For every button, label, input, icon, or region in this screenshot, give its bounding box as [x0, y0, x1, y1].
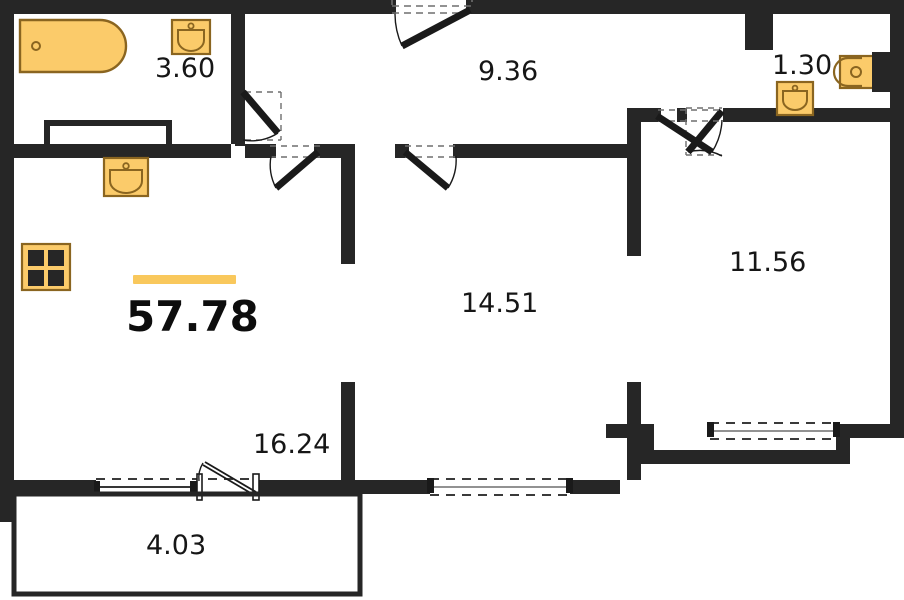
fixtures [18, 18, 890, 292]
door-living-room [402, 145, 457, 191]
room-label-bathroom: 3.60 [155, 53, 216, 84]
door-jambs [235, 0, 733, 158]
room-label-living-room: 14.51 [461, 288, 539, 319]
sink-wc-icon [775, 80, 815, 117]
total-area-value: 57.78 [126, 292, 259, 341]
sink-hall-icon [102, 156, 150, 198]
door-hall-top [391, 0, 473, 50]
window-bedroom [707, 422, 840, 440]
balcony-outline [11, 491, 363, 597]
total-area-underline [133, 275, 236, 284]
room-label-balcony: 4.03 [146, 530, 207, 561]
sink-bathroom-icon [170, 18, 212, 56]
room-label-wc: 1.30 [772, 50, 833, 81]
room-label-bedroom: 11.56 [729, 247, 807, 278]
window-living-room [427, 478, 573, 496]
room-label-kitchen: 16.24 [253, 429, 331, 460]
door-bathroom [240, 89, 282, 142]
bathtub-icon [18, 18, 128, 74]
door-kitchen [269, 145, 321, 191]
stove-icon [20, 242, 72, 292]
door-bedroom [655, 109, 723, 155]
room-label-hall: 9.36 [478, 56, 539, 87]
doors [240, 0, 725, 191]
toilet-icon [832, 52, 890, 92]
